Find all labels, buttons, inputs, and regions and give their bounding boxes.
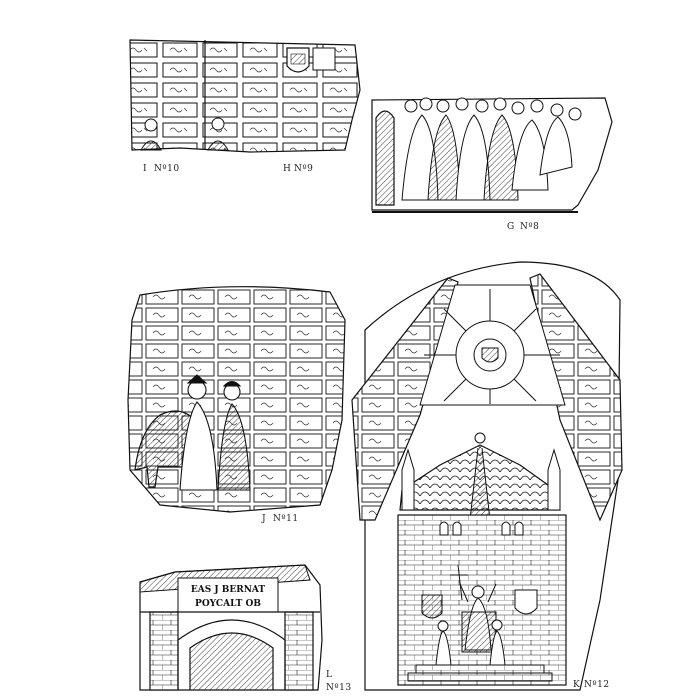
fig-12-chapel <box>351 261 623 691</box>
fig-8-procession <box>371 97 613 213</box>
caption-j: J <box>262 514 267 524</box>
caption-fig-12: Nº12 <box>584 680 610 690</box>
caption-g: G <box>507 222 515 232</box>
caption-fig-11: Nº11 <box>273 514 299 524</box>
inscription-line-1: EAS J BERNAT <box>191 585 266 595</box>
fig-10-9-wall-fragment <box>129 39 361 153</box>
fig-11-horsemen-wall <box>127 286 346 513</box>
caption-l: L <box>326 670 333 680</box>
caption-fig-9: Nº9 <box>294 164 314 174</box>
caption-i: I <box>143 164 148 174</box>
caption-k: K <box>573 680 581 690</box>
caption-h: H <box>283 164 292 174</box>
caption-fig-10: Nº10 <box>154 164 180 174</box>
caption-fig-13: Nº13 <box>326 683 352 693</box>
caption-fig-8: Nº8 <box>520 222 540 232</box>
fig-13-inscribed-arch: EAS J BERNAT POYCALT OB <box>139 564 323 691</box>
inscription-line-2: POYCALT OB <box>195 599 261 609</box>
